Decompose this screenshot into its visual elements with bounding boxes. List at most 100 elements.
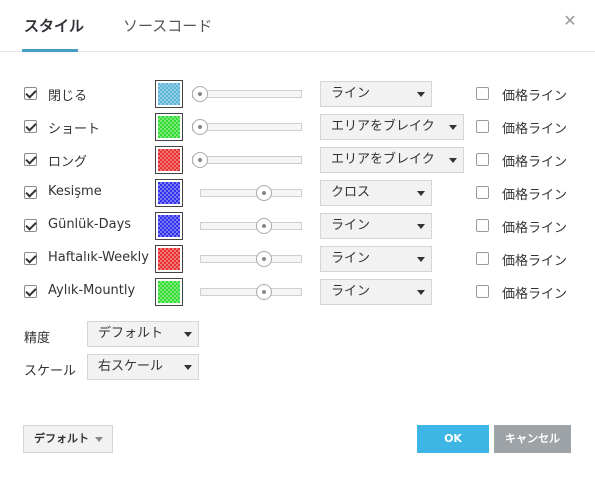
plot-label: Kesişme bbox=[48, 184, 102, 199]
line-width-slider[interactable] bbox=[192, 152, 302, 168]
plot-style-value: ライン bbox=[331, 218, 371, 233]
plot-label: Aylık-Mountly bbox=[48, 283, 136, 298]
color-swatch-fill bbox=[158, 281, 180, 303]
tab-bar: スタイル ソースコード ✕ bbox=[0, 0, 595, 52]
tab-source-code[interactable]: ソースコード bbox=[123, 17, 213, 35]
chevron-down-icon bbox=[417, 191, 425, 196]
style-row: ショート エリアをブレイク 価格ライン bbox=[0, 112, 595, 142]
visibility-checkbox[interactable] bbox=[24, 186, 37, 199]
chevron-down-icon bbox=[449, 125, 457, 130]
color-swatch[interactable] bbox=[155, 80, 183, 108]
price-line-checkbox[interactable] bbox=[476, 285, 489, 298]
price-line-checkbox[interactable] bbox=[476, 252, 489, 265]
line-width-slider[interactable] bbox=[200, 218, 302, 234]
slider-track bbox=[192, 123, 302, 131]
visibility-checkbox[interactable] bbox=[24, 120, 37, 133]
visibility-checkbox[interactable] bbox=[24, 87, 37, 100]
plot-label: Haftalık-Weekly bbox=[48, 250, 149, 265]
slider-thumb[interactable] bbox=[255, 284, 272, 300]
precision-label: 精度 bbox=[24, 331, 51, 346]
price-line-label: 価格ライン bbox=[502, 221, 568, 236]
color-swatch-fill bbox=[158, 149, 180, 171]
slider-thumb[interactable] bbox=[255, 218, 272, 234]
price-line-label: 価格ライン bbox=[502, 89, 568, 104]
price-line-checkbox[interactable] bbox=[476, 153, 489, 166]
chevron-down-icon bbox=[184, 365, 192, 370]
color-swatch[interactable] bbox=[155, 245, 183, 273]
color-swatch[interactable] bbox=[155, 179, 183, 207]
plot-style-value: クロス bbox=[331, 185, 371, 200]
precision-select[interactable]: デフォルト bbox=[87, 321, 199, 347]
slider-thumb[interactable] bbox=[192, 119, 208, 135]
line-width-slider[interactable] bbox=[192, 119, 302, 135]
chevron-down-icon bbox=[417, 290, 425, 295]
tab-style[interactable]: スタイル bbox=[24, 17, 85, 35]
plot-style-value: エリアをブレイク bbox=[331, 152, 435, 167]
slider-track bbox=[200, 222, 302, 230]
scale-label: スケール bbox=[24, 364, 77, 379]
visibility-checkbox[interactable] bbox=[24, 252, 37, 265]
scale-select[interactable]: 右スケール bbox=[87, 354, 199, 380]
chevron-down-icon bbox=[184, 332, 192, 337]
plot-style-select[interactable]: クロス bbox=[320, 180, 432, 206]
ok-button[interactable]: OK bbox=[417, 425, 489, 453]
plot-style-select[interactable]: エリアをブレイク bbox=[320, 114, 464, 140]
color-swatch-fill bbox=[158, 116, 180, 138]
plot-label: ショート bbox=[48, 122, 101, 137]
visibility-checkbox[interactable] bbox=[24, 285, 37, 298]
price-line-checkbox[interactable] bbox=[476, 120, 489, 133]
plot-label: 閉じる bbox=[48, 89, 88, 104]
plot-style-value: ライン bbox=[331, 86, 371, 101]
color-swatch-fill bbox=[158, 83, 180, 105]
close-icon[interactable]: ✕ bbox=[563, 11, 577, 30]
slider-thumb[interactable] bbox=[255, 185, 272, 201]
slider-thumb[interactable] bbox=[255, 251, 272, 267]
chevron-down-icon bbox=[417, 224, 425, 229]
plot-style-select[interactable]: エリアをブレイク bbox=[320, 147, 464, 173]
line-width-slider[interactable] bbox=[200, 251, 302, 267]
plot-label: ロング bbox=[48, 155, 88, 170]
visibility-checkbox[interactable] bbox=[24, 153, 37, 166]
slider-track bbox=[200, 189, 302, 197]
slider-thumb[interactable] bbox=[192, 152, 208, 168]
plot-style-value: ライン bbox=[331, 251, 371, 266]
slider-thumb[interactable] bbox=[192, 86, 208, 102]
style-row: Aylık-Mountly ライン 価格ライン bbox=[0, 277, 595, 307]
slider-track bbox=[200, 255, 302, 263]
color-swatch[interactable] bbox=[155, 278, 183, 306]
style-row: ロングエリアをブレイク価格ライン bbox=[0, 145, 595, 175]
color-swatch[interactable] bbox=[155, 113, 183, 141]
price-line-label: 価格ライン bbox=[502, 254, 568, 269]
slider-track bbox=[192, 156, 302, 164]
price-line-checkbox[interactable] bbox=[476, 219, 489, 232]
color-swatch-fill bbox=[158, 248, 180, 270]
slider-track bbox=[200, 288, 302, 296]
line-width-slider[interactable] bbox=[200, 185, 302, 201]
plot-style-select[interactable]: ライン bbox=[320, 279, 432, 305]
line-width-slider[interactable] bbox=[192, 86, 302, 102]
price-line-checkbox[interactable] bbox=[476, 87, 489, 100]
plot-style-value: エリアをブレイク bbox=[331, 119, 435, 134]
chevron-down-icon bbox=[417, 92, 425, 97]
active-tab-indicator bbox=[22, 49, 78, 52]
plot-style-select[interactable]: ライン bbox=[320, 81, 432, 107]
plot-style-select[interactable]: ライン bbox=[320, 213, 432, 239]
precision-value: デフォルト bbox=[98, 326, 164, 341]
plot-style-select[interactable]: ライン bbox=[320, 246, 432, 272]
color-swatch-fill bbox=[158, 215, 180, 237]
color-swatch[interactable] bbox=[155, 212, 183, 240]
visibility-checkbox[interactable] bbox=[24, 219, 37, 232]
scale-value: 右スケール bbox=[98, 359, 164, 374]
line-width-slider[interactable] bbox=[200, 284, 302, 300]
chevron-down-icon bbox=[417, 257, 425, 262]
price-line-label: 価格ライン bbox=[502, 188, 568, 203]
price-line-label: 価格ライン bbox=[502, 122, 568, 137]
color-swatch[interactable] bbox=[155, 146, 183, 174]
price-line-checkbox[interactable] bbox=[476, 186, 489, 199]
style-row: 閉じる ライン 価格ライン bbox=[0, 79, 595, 109]
price-line-label: 価格ライン bbox=[502, 287, 568, 302]
slider-track bbox=[192, 90, 302, 98]
defaults-button[interactable]: デフォルト bbox=[23, 425, 113, 453]
cancel-button[interactable]: キャンセル bbox=[494, 425, 571, 453]
chevron-down-icon bbox=[95, 437, 103, 442]
